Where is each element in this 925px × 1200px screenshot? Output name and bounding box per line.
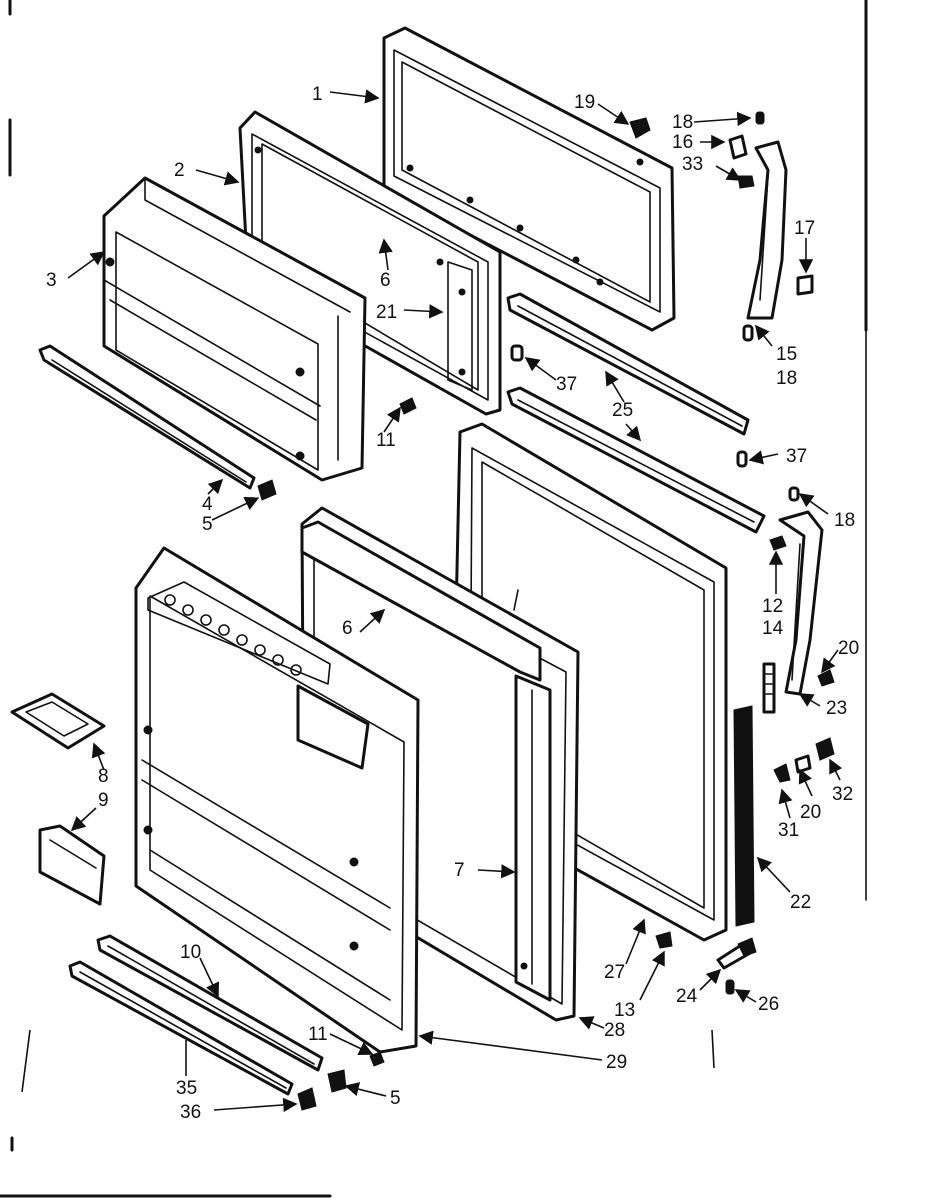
- part-label-18-mid: 18: [776, 368, 797, 389]
- part-label-5-lower: 5: [390, 1088, 401, 1109]
- part-label-31: 31: [778, 820, 799, 841]
- part-label-14: 14: [762, 618, 784, 639]
- part-label-15: 15: [776, 344, 797, 365]
- part-label-23: 23: [826, 698, 847, 719]
- butter-tray: [10, 692, 106, 750]
- part-label-32: 32: [832, 784, 853, 805]
- part-label-35: 35: [176, 1078, 197, 1099]
- door-shelf-front: [38, 824, 106, 906]
- part-label-17: 17: [794, 218, 815, 239]
- part-number-labels: 1 19 2 3 6 21 11 4 5 37 25 37 18 16 33 1…: [46, 84, 859, 1123]
- freezer-shelf-liner: [102, 176, 367, 482]
- center-hinge-assembly: [762, 486, 835, 714]
- top-hinge-bar: [506, 292, 766, 534]
- bottom-hinge-hardware: [655, 931, 757, 995]
- screws-37: [510, 344, 748, 468]
- part-label-37-upper: 37: [556, 374, 577, 395]
- part-label-5-upper: 5: [202, 514, 213, 535]
- part-label-20-upper: 20: [838, 638, 859, 659]
- part-label-21: 21: [376, 302, 397, 323]
- part-label-7: 7: [454, 860, 465, 881]
- part-label-18-low: 18: [834, 510, 855, 531]
- part-label-10: 10: [180, 942, 201, 963]
- part-label-36: 36: [180, 1102, 201, 1123]
- part-label-8: 8: [98, 766, 109, 787]
- part-label-26: 26: [758, 994, 779, 1015]
- part-label-1: 1: [312, 84, 323, 105]
- part-label-12: 12: [762, 596, 783, 617]
- door-gasket-strip: [733, 705, 755, 927]
- part-label-4: 4: [202, 494, 213, 515]
- freezer-shelf-bar: [38, 344, 277, 501]
- part-label-20-lower: 20: [800, 802, 821, 823]
- leader-lines: [21, 89, 843, 1113]
- part-label-25: 25: [612, 400, 633, 421]
- part-label-28: 28: [604, 1020, 625, 1041]
- part-label-19: 19: [574, 92, 595, 113]
- part-label-33: 33: [682, 154, 703, 175]
- part-label-2: 2: [174, 160, 185, 181]
- part-label-9: 9: [98, 790, 109, 811]
- part-label-37-lower: 37: [786, 446, 807, 467]
- part-label-11-lower: 11: [308, 1024, 328, 1045]
- part-label-22: 22: [790, 892, 811, 913]
- part-label-29: 29: [606, 1052, 627, 1073]
- part-label-27: 27: [604, 962, 625, 983]
- bottom-shelf-bars: [68, 934, 385, 1111]
- part-label-13: 13: [614, 1000, 635, 1021]
- part-label-6-upper: 6: [380, 270, 391, 291]
- part-label-3: 3: [46, 270, 57, 291]
- part-label-11-upper: 11: [376, 430, 396, 451]
- part-label-16: 16: [672, 132, 693, 153]
- part-label-18-top: 18: [672, 112, 693, 133]
- screw-upper: [399, 397, 417, 415]
- scan-edge-marks: [0, 0, 868, 1198]
- part-label-24: 24: [676, 986, 698, 1007]
- lower-fasteners: [773, 737, 835, 783]
- top-hinge-assembly: [629, 111, 814, 342]
- part-label-6-lower: 6: [342, 618, 353, 639]
- fresh-food-inner-liner: [134, 546, 420, 1054]
